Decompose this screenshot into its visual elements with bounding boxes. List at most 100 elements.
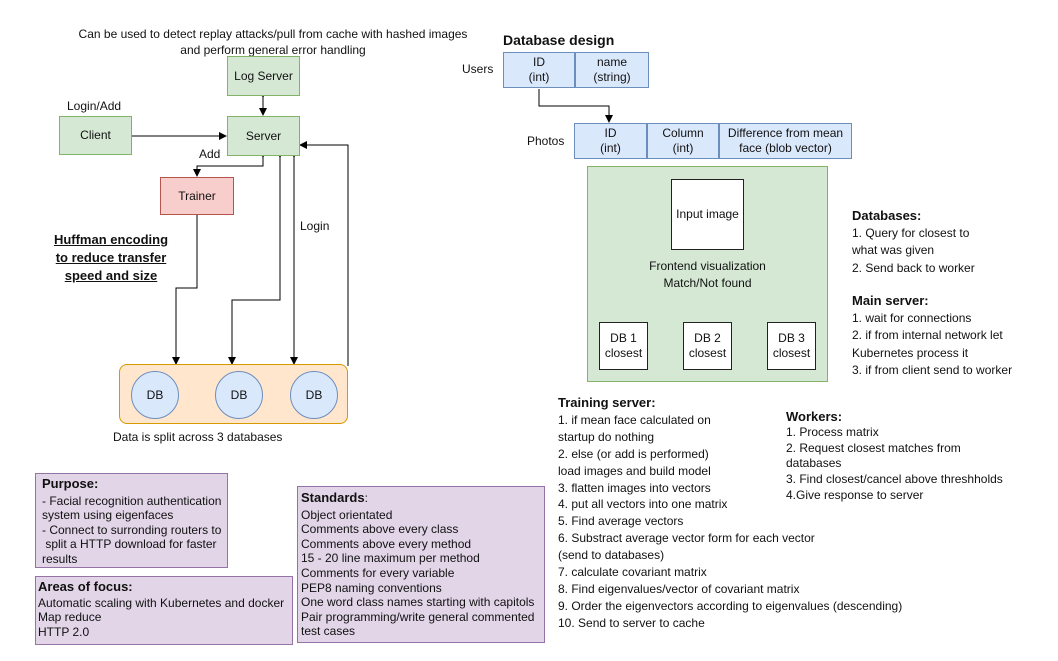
purpose-line: - Facial recognition authentication — [42, 493, 222, 508]
workers-step: 2. Request closest matches from — [786, 440, 961, 455]
purpose-title: Purpose: — [42, 476, 99, 491]
trainer-db1-edge — [172, 215, 198, 365]
databases-note: Databases: 1. Query for closest to what … — [852, 207, 975, 277]
workers-step: 1. Process matrix — [786, 424, 879, 439]
column-type: (int) — [672, 141, 694, 155]
closest-line: closest — [604, 346, 643, 360]
databases-note-line: 1. Query for closest to — [852, 225, 970, 240]
column-type: face (blob vector) — [739, 141, 832, 155]
frontend-caption-line: Frontend visualization — [649, 259, 766, 273]
standards-title-suffix: : — [364, 491, 368, 505]
db-label: DB — [146, 387, 164, 402]
closest-line: closest — [772, 346, 811, 360]
main-server-note-line: 1. wait for connections — [852, 310, 972, 325]
main-server-note-title: Main server: — [852, 293, 929, 308]
client-node: Client — [59, 116, 132, 155]
main-server-note-line: Kubernetes process it — [852, 345, 969, 360]
db-label: DB — [305, 387, 323, 402]
workers-step: 4.Give response to server — [786, 487, 924, 502]
areas-line: HTTP 2.0 — [38, 624, 90, 639]
training-step: 10. Send to server to cache — [558, 615, 705, 630]
main-server-note-line: 2. if from internal network let — [852, 328, 1003, 342]
standards-title: Standards — [301, 490, 365, 505]
server-node: Server — [227, 116, 300, 156]
column-name: Difference from mean — [727, 126, 844, 140]
column-type: (int) — [528, 70, 550, 84]
standards-line: Comments above every method — [301, 536, 472, 551]
databases-note-line: 2. Send back to worker — [852, 260, 975, 275]
top-note: Can be used to detect replay attacks/pul… — [78, 27, 468, 58]
standards-line: Comments above every class — [301, 522, 459, 537]
training-step: 2. else (or add is performed) — [558, 446, 709, 461]
client-label: Client — [80, 128, 111, 142]
users-photos-edge — [538, 89, 613, 123]
training-step: (send to databases) — [558, 548, 665, 563]
database-1: DB — [131, 371, 179, 419]
database-2: DB — [215, 371, 263, 419]
areas-line: Automatic scaling with Kubernetes and do… — [38, 595, 285, 610]
training-server-note: Training server: 1. if mean face calcula… — [558, 395, 902, 632]
closest-line: closest — [688, 346, 727, 360]
standards-line: Comments for every variable — [301, 565, 455, 580]
db-server-return-edge — [299, 141, 349, 366]
training-step: startup do nothing — [558, 429, 655, 444]
db-label: DB — [230, 387, 248, 402]
purpose-box: Purpose: - Facial recognition authentica… — [35, 473, 228, 568]
purpose-line: - Connect to surronding routers to — [42, 522, 222, 537]
top-note-line: Can be used to detect replay attacks/pul… — [78, 27, 468, 41]
add-label: Add — [199, 147, 221, 161]
standards-heading: Standards: — [301, 490, 541, 506]
photos-id-column: ID (int) — [574, 123, 647, 159]
training-step: 3. flatten images into vectors — [558, 480, 711, 495]
workers-note: Workers: 1. Process matrix 2. Request cl… — [786, 409, 1003, 504]
server-db2-edge — [228, 150, 284, 365]
closest-line: DB 2 — [694, 331, 721, 345]
db2-closest-box: DB 2 closest — [683, 322, 732, 370]
training-step: 6. Substract average vector form for eac… — [558, 531, 815, 546]
input-image-label: Input image — [676, 207, 739, 221]
db1-closest-box: DB 1 closest — [599, 322, 648, 370]
main-server-note-line: 3. if from client send to worker — [852, 363, 1013, 377]
areas-line: Map reduce — [38, 610, 102, 624]
log-server-node: Log Server — [227, 56, 300, 96]
column-name: ID — [604, 126, 617, 140]
input-image-box: Input image — [671, 179, 744, 250]
standards-line: Object orientated — [301, 507, 393, 522]
purpose-line: system using eigenfaces — [42, 508, 174, 522]
standards-line: One word class names starting with capit… — [301, 595, 535, 610]
workers-title: Workers: — [786, 409, 843, 424]
standards-line: test cases — [301, 624, 356, 639]
databases-note-title: Databases: — [852, 208, 922, 223]
purpose-line: results — [42, 551, 78, 566]
users-label: Users — [462, 62, 494, 76]
database-3: DB — [290, 371, 338, 419]
standards-line: 15 - 20 line maximum per method — [301, 551, 480, 566]
closest-line: DB 1 — [610, 331, 637, 345]
photos-label: Photos — [527, 134, 565, 148]
main-server-note: Main server: 1. wait for connections 2. … — [852, 292, 1012, 380]
photos-column-column: Column (int) — [647, 123, 719, 159]
database-design-title: Database design — [503, 32, 615, 48]
frontend-caption-line: Match/Not found — [663, 276, 752, 290]
training-step: 7. calculate covariant matrix — [558, 565, 707, 580]
login-label: Login — [300, 219, 330, 233]
users-id-column: ID (int) — [503, 52, 575, 88]
column-type: (int) — [600, 141, 621, 155]
huffman-line: Huffman encoding — [53, 232, 169, 247]
standards-line: PEP8 naming conventions — [301, 580, 442, 595]
trainer-node: Trainer — [160, 177, 234, 215]
column-type: (string) — [593, 70, 631, 84]
training-step: 5. Find average vectors — [558, 514, 684, 529]
users-name-column: name (string) — [575, 52, 649, 88]
training-step: load images and build model — [558, 463, 711, 478]
training-step: 4. put all vectors into one matrix — [558, 497, 728, 512]
workers-step: 3. Find closest/cancel above threshholds — [786, 472, 1003, 487]
column-name: name — [596, 55, 628, 69]
databases-note-line: what was given — [852, 243, 935, 257]
training-step: 9. Order the eigenvectors according to e… — [558, 598, 903, 613]
areas-title: Areas of focus: — [38, 579, 133, 594]
huffman-line: to reduce transfer — [55, 250, 167, 265]
top-note-line: and perform general error handling — [180, 42, 366, 57]
photos-difference-column: Difference from mean face (blob vector) — [719, 123, 852, 159]
